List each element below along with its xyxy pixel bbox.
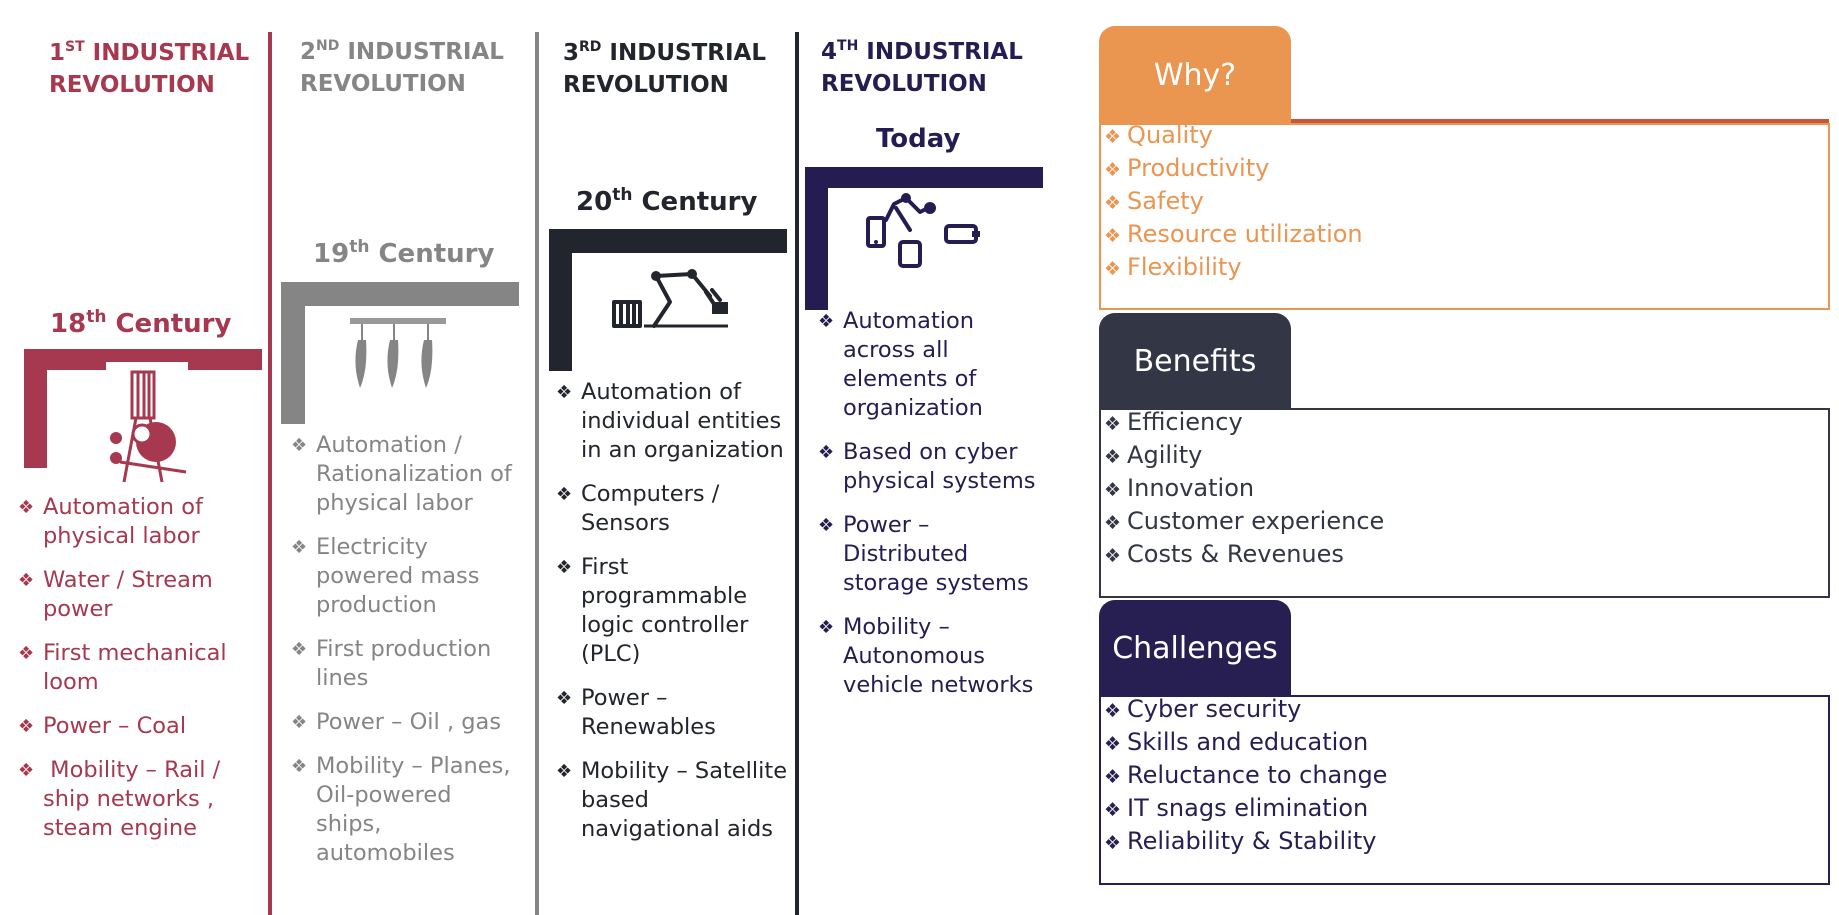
era3-header: 3RD INDUSTRIAL REVOLUTION [563,39,766,98]
era1-header-line2: REVOLUTION [49,72,215,98]
why-panel [1099,123,1830,310]
list-item: ❖Automation of physical labor [18,494,203,549]
list-item: ❖Power – Oil , gas [291,709,502,735]
list-item: ❖Power – Renewables [556,685,716,740]
list-item: ❖IT snags elimination [1104,794,1369,822]
challenges-list: ❖Cyber security ❖Skills and education ❖R… [1104,694,1387,859]
list-item: ❖Electricity powered mass production [291,534,480,618]
list-item: ❖Quality [1104,121,1213,149]
list-item: ❖Water / Stream power [18,567,213,622]
era4-century: Today [876,124,961,154]
list-item: ❖Customer experience [1104,507,1385,535]
loom-icon [106,362,188,490]
list-item: ❖First mechanical loom [18,640,227,695]
list-item: ❖Efficiency [1104,408,1243,436]
list-item: ❖Automation across all elements of organ… [818,308,983,421]
list-item: ❖Safety [1104,187,1204,215]
era2-divider [535,32,539,915]
era2-century: 19th Century [313,237,495,269]
era1-century-suffix: th [86,307,107,327]
list-item: ❖First programmable logic controller (PL… [556,554,749,667]
list-item: ❖Innovation [1104,474,1255,502]
why-top-rule [1291,119,1829,123]
benefits-panel [1099,408,1830,598]
connected-devices-icon [860,190,988,272]
conveyor-line-icon [348,314,448,394]
era3-list: ❖Automation of individual entities in an… [556,378,790,859]
why-tab-title: Why? [1153,57,1237,93]
list-item: ❖Mobility – Autonomous vehicle networks [818,614,1034,698]
list-item: ❖Mobility – Planes, Oil-powered ships, a… [291,753,511,866]
era1-header-suffix: ST [65,39,85,55]
era2-header: 2ND INDUSTRIAL REVOLUTION [300,38,504,97]
list-item: ❖Costs & Revenues [1104,540,1344,568]
why-list: ❖Quality ❖Productivity ❖Safety ❖Resource… [1104,120,1363,285]
list-item: ❖Agility [1104,441,1203,469]
list-item: ❖First production lines [291,636,492,691]
era4-header: 4TH INDUSTRIAL REVOLUTION [821,38,1023,97]
list-item: ❖Productivity [1104,154,1270,182]
list-item: ❖Automation of individual entities in an… [556,379,784,463]
era2-list: ❖Automation / Rationalization of physica… [291,431,523,883]
era1-century: 18th Century [50,307,232,339]
era1-century-num: 18 [50,309,87,339]
list-item: ❖Resource utilization [1104,220,1363,248]
era4-list: ❖Automation across all elements of organ… [818,307,1050,715]
list-item: ❖Skills and education [1104,728,1369,756]
list-item: ❖Reluctance to change [1104,761,1388,789]
era1-header-num: 1 [49,40,66,66]
era3-divider [795,32,799,915]
challenges-tab-title: Challenges [1112,630,1278,666]
list-item: ❖Based on cyber physical systems [818,439,1036,494]
challenges-tab: Challenges [1099,600,1291,696]
era3-century: 20th Century [576,185,758,217]
list-item: ❖Reliability & Stability [1104,827,1377,855]
list-item: ❖Flexibility [1104,253,1242,281]
list-item: ❖Power – Distributed storage systems [818,512,1029,596]
list-item: ❖ Mobility – Rail / ship networks , stea… [18,757,228,841]
robot-arm-icon [608,262,732,332]
era1-list: ❖Automation of physical labor ❖Water / S… [18,493,254,858]
era1-divider [268,32,272,915]
benefits-list: ❖Efficiency ❖Agility ❖Innovation ❖Custom… [1104,407,1384,572]
era1-century-word: Century [106,309,232,339]
era1-header-word: INDUSTRIAL [84,40,250,66]
list-item: ❖Automation / Rationalization of physica… [291,432,512,516]
list-item: ❖Power – Coal [18,713,187,739]
era1-header: 1ST INDUSTRIAL REVOLUTION [49,39,249,100]
benefits-tab-title: Benefits [1133,343,1257,379]
list-item: ❖Cyber security [1104,695,1302,723]
benefits-tab: Benefits [1099,313,1291,409]
list-item: ❖Mobility – Satellite based navigational… [556,758,788,842]
why-tab: Why? [1099,26,1291,124]
challenges-panel [1099,695,1830,885]
list-item: ❖Computers / Sensors [556,481,720,536]
